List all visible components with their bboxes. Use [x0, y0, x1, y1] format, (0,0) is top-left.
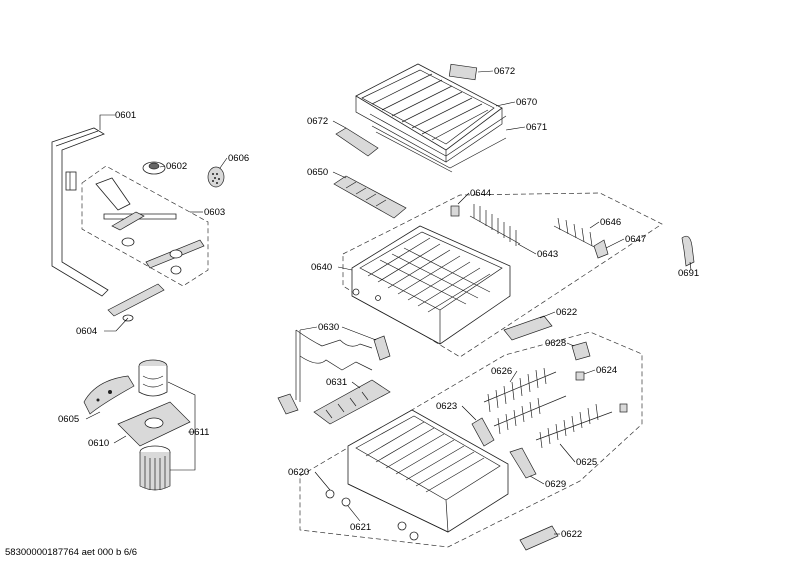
hinge-0623-part: [471, 417, 495, 447]
basket-handle-bottom-part: [519, 525, 559, 551]
drawing-reference: 58300000187764 aet 000 b 6/6: [5, 547, 137, 558]
label-0610: 0610: [88, 438, 109, 449]
label-0650: 0650: [307, 167, 328, 178]
label-0671: 0671: [526, 122, 547, 133]
label-0629: 0629: [545, 479, 566, 490]
filter-cover-part: [83, 375, 135, 415]
wire-frame-part: [277, 329, 391, 415]
tray-clip-left-part: [335, 127, 379, 157]
label-0621: 0621: [350, 522, 371, 533]
label-0630: 0630: [318, 322, 339, 333]
lower-basket-part: [325, 409, 509, 541]
cup-rack-part: [553, 217, 601, 251]
tray-insert-bar-part: [333, 175, 407, 219]
upper-basket-group-outline: [342, 192, 663, 358]
basket-handle-top-part: [503, 315, 553, 341]
folding-tines-0625-part: [535, 403, 613, 449]
filter-disk-part: [207, 166, 225, 188]
cutlery-tray-part: [355, 63, 507, 163]
label-0644: 0644: [470, 188, 491, 199]
label-0602: 0602: [166, 161, 187, 172]
lower-insert-bar-part: [313, 379, 391, 425]
label-0670: 0670: [516, 97, 537, 108]
leader-lines: [85, 70, 692, 535]
label-0672-left: 0672: [307, 116, 328, 127]
spray-arm-group-outline: [81, 165, 209, 287]
label-0623: 0623: [436, 401, 457, 412]
label-0628: 0628: [545, 338, 566, 349]
folding-tines-lower-part: [483, 367, 567, 435]
part-labels: 0601 0602 0606 0603 0604 0605 0610 0611 …: [58, 66, 699, 540]
label-0603: 0603: [204, 207, 225, 218]
basket-clip-part: [450, 205, 460, 217]
label-0611: 0611: [189, 427, 209, 438]
filter-housing-part: [138, 359, 168, 397]
label-0647: 0647: [625, 234, 646, 245]
label-0624: 0624: [596, 365, 617, 376]
label-0631: 0631: [326, 377, 347, 388]
filter-plate-part: [117, 401, 191, 447]
bracket-0628-part: [571, 341, 591, 361]
side-bracket-part: [681, 235, 695, 267]
upper-basket-part: [351, 225, 511, 345]
label-0622-bottom: 0622: [561, 529, 582, 540]
clip-0624-part: [575, 371, 628, 413]
upper-spray-arm-part: [95, 177, 205, 275]
label-0605: 0605: [58, 414, 79, 425]
label-0646: 0646: [600, 217, 621, 228]
spray-hub-part: [142, 161, 166, 175]
label-0672-top: 0672: [494, 66, 515, 77]
lower-spray-arm-part: [107, 283, 165, 322]
label-0622-top: 0622: [556, 307, 577, 318]
label-0691: 0691: [678, 268, 699, 279]
label-0604: 0604: [76, 326, 97, 337]
tray-clip-top-part: [448, 63, 478, 81]
tray-rail-part: [371, 125, 507, 173]
label-0626: 0626: [491, 366, 512, 377]
spray-tube-part: [51, 127, 109, 297]
lower-basket-group-outline: [299, 331, 643, 548]
label-0643: 0643: [537, 249, 558, 260]
label-0620: 0620: [288, 467, 309, 478]
hinge-0629-part: [509, 447, 537, 479]
label-0625: 0625: [576, 457, 597, 468]
label-0601: 0601: [115, 110, 136, 121]
folding-tines-part: [469, 204, 521, 246]
label-0606: 0606: [228, 153, 249, 164]
rack-bracket-part: [593, 239, 609, 259]
micro-filter-part: [139, 445, 171, 491]
label-0640: 0640: [311, 262, 332, 273]
